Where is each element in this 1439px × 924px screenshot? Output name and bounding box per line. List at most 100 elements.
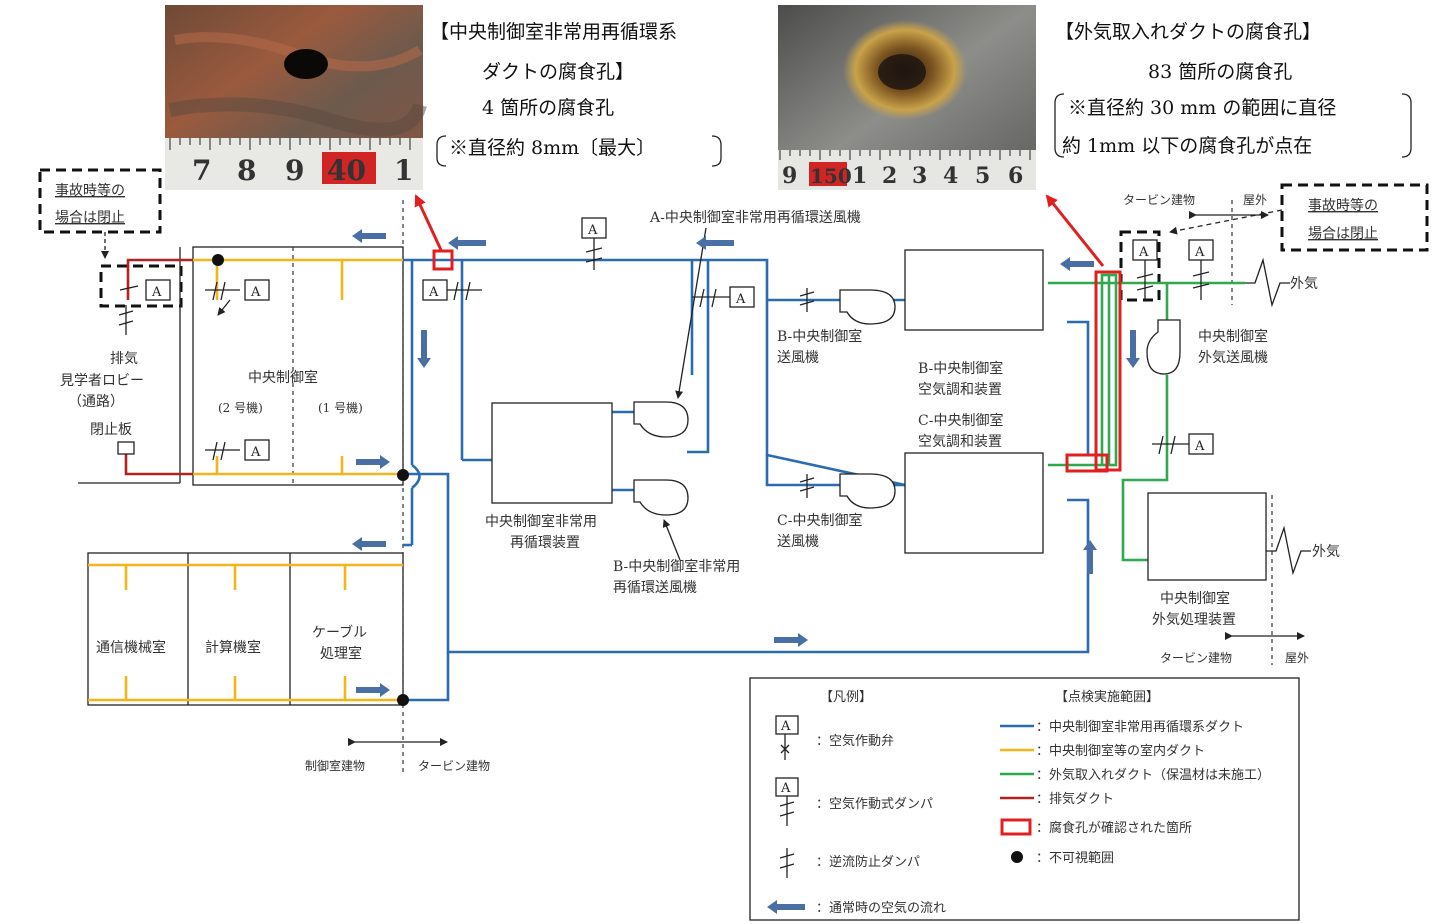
svg-text:外気処理装置: 外気処理装置 — [1152, 612, 1236, 628]
svg-text:※直径約 8mm〔最大〕: ※直径約 8mm〔最大〕 — [449, 137, 655, 159]
svg-text:外気送風機: 外気送風機 — [1198, 350, 1268, 366]
svg-text:送風機: 送風機 — [777, 534, 819, 550]
air-operated-valve-icon: A — [775, 715, 799, 760]
svg-text:タービン建物: タービン建物 — [418, 759, 490, 773]
fan-c-icon — [839, 473, 896, 509]
svg-text:通信機械室: 通信機械室 — [96, 639, 166, 656]
svg-text:空気調和装置: 空気調和装置 — [918, 382, 1002, 398]
air-operated-dampers: A A A A A A A A A — [145, 217, 1214, 461]
svg-text:(2 号機): (2 号機) — [218, 400, 263, 415]
flow-arrows — [352, 229, 1140, 697]
callout-right-closed-in-accident: 事故時等の 場合は閉止 — [1119, 183, 1429, 302]
legend-corrosion-box — [1000, 818, 1032, 836]
svg-text:中央制御室: 中央制御室 — [1198, 328, 1268, 345]
svg-text:タービン建物: タービン建物 — [1160, 651, 1232, 665]
svg-text:約 1mm 以下の腐食孔が点在: 約 1mm 以下の腐食孔が点在 — [1062, 135, 1312, 157]
svg-text:：中央制御室等の室内ダクト: ：中央制御室等の室内ダクト — [1036, 743, 1205, 759]
svg-text:再循環送風機: 再循環送風機 — [613, 580, 697, 596]
svg-text:A: A — [735, 292, 746, 307]
svg-text:制御室建物: 制御室建物 — [305, 758, 365, 773]
svg-text:：逆流防止ダンパ: ：逆流防止ダンパ — [816, 854, 920, 870]
blind-plate — [117, 441, 135, 455]
fan-oa-icon — [1146, 319, 1181, 375]
ruler-mark: 1 — [394, 154, 413, 187]
invisible-range-dots — [212, 254, 409, 706]
ruler-mark: 4 — [943, 163, 958, 189]
svg-text:C-中央制御室: C-中央制御室 — [918, 412, 1003, 429]
fan-b-recirc-icon — [633, 479, 689, 516]
check-damper-icon — [779, 848, 795, 878]
svg-text:：外気取入れダクト（保温材は未施工）: ：外気取入れダクト（保温材は未施工） — [1036, 767, 1270, 783]
svg-text:外気: 外気 — [1312, 544, 1340, 560]
svg-text:排気: 排気 — [110, 351, 138, 367]
corrosion-hole — [284, 49, 328, 79]
svg-text:※直径約 30 mm の範囲に直径: ※直径約 30 mm の範囲に直径 — [1068, 97, 1336, 119]
svg-text:A: A — [250, 285, 261, 300]
svg-text:事故時等の: 事故時等の — [55, 182, 125, 199]
ruler-mark: 9 — [782, 163, 797, 189]
svg-text:ダクトの腐食孔】: ダクトの腐食孔】 — [482, 61, 634, 83]
svg-text:場合は閉止: 場合は閉止 — [1308, 226, 1378, 242]
svg-text:A: A — [428, 285, 439, 300]
ruler-mark: 9 — [285, 154, 304, 187]
svg-text:：中央制御室非常用再循環系ダクト: ：中央制御室非常用再循環系ダクト — [1036, 719, 1244, 735]
svg-text:A-中央制御室非常用再循環送風機: A-中央制御室非常用再循環送風機 — [649, 209, 861, 226]
svg-text:（通路）: （通路） — [68, 394, 124, 410]
photo-left-caption: 【中央制御室非常用再循環系 ダクトの腐食孔】 4 箇所の腐食孔 ※直径約 8mm… — [430, 21, 722, 167]
svg-text:A: A — [1194, 245, 1205, 260]
svg-text:4 箇所の腐食孔: 4 箇所の腐食孔 — [482, 97, 614, 119]
check-dampers — [118, 288, 815, 498]
air-operated-damper-icon: A — [775, 777, 799, 826]
photo-right: 9 150 1 2 3 4 5 6 — [778, 5, 1036, 190]
svg-text:空気調和装置: 空気調和装置 — [918, 434, 1002, 450]
svg-text:再循環装置: 再循環装置 — [510, 535, 580, 551]
ruler-ticks-right — [779, 150, 1031, 160]
corrosion-spots — [878, 54, 926, 90]
svg-text:【凡例】: 【凡例】 — [820, 690, 872, 705]
svg-text:：通常時の空気の流れ: ：通常時の空気の流れ — [816, 900, 946, 916]
ruler-ticks-left — [169, 138, 411, 150]
svg-text:A: A — [1194, 439, 1205, 454]
svg-text:A: A — [587, 223, 598, 238]
ruler-mark: 1 — [852, 163, 867, 189]
invisible-range-dot-icon — [1011, 851, 1023, 863]
svg-text:A: A — [1138, 245, 1149, 260]
svg-text:【外気取入れダクトの腐食孔】: 【外気取入れダクトの腐食孔】 — [1055, 21, 1321, 43]
flow-arrow-icon — [767, 900, 805, 914]
ruler-mark: 5 — [975, 163, 990, 189]
control-room-outline — [78, 246, 404, 486]
svg-text:B-中央制御室非常用: B-中央制御室非常用 — [613, 558, 740, 575]
svg-text:：空気作動弁: ：空気作動弁 — [816, 733, 894, 749]
recirc-unit — [491, 402, 613, 504]
lower-rooms-outline — [87, 552, 404, 706]
svg-text:屋外: 屋外 — [1285, 651, 1309, 665]
svg-text:中央制御室: 中央制御室 — [1160, 590, 1230, 607]
svg-text:：空気作動式ダンパ: ：空気作動式ダンパ — [816, 796, 933, 812]
ahu-c — [904, 452, 1044, 554]
svg-text:ケーブル: ケーブル — [312, 624, 367, 641]
ruler-mark: 40 — [327, 154, 366, 187]
legend: 【凡例】 【点検実施範囲】 A ：空気作動弁 A ：空気作動式ダンパ ：逆流防止… — [749, 677, 1300, 921]
boundary-arrows — [348, 211, 1305, 746]
fan-b-icon — [839, 289, 896, 325]
svg-text:【中央制御室非常用再循環系: 【中央制御室非常用再循環系 — [430, 21, 677, 43]
fan-a-recirc-icon — [633, 401, 689, 438]
ruler-mark: 6 — [1008, 163, 1023, 189]
svg-text:外気: 外気 — [1290, 276, 1318, 292]
svg-text:B-中央制御室: B-中央制御室 — [918, 360, 1003, 377]
indoor-duct — [88, 258, 403, 702]
svg-text:：不可視範囲: ：不可視範囲 — [1036, 851, 1114, 866]
svg-text:83 箇所の腐食孔: 83 箇所の腐食孔 — [1148, 61, 1292, 83]
svg-text:A: A — [151, 285, 162, 300]
callout-left-closed-in-accident: 事故時等の 場合は閉止 — [38, 168, 183, 308]
svg-text:見学者ロビー: 見学者ロビー — [60, 373, 144, 389]
ruler-mark: 2 — [882, 163, 897, 189]
ruler-mark: 7 — [192, 154, 211, 187]
svg-text:屋外: 屋外 — [1243, 193, 1267, 207]
svg-text:事故時等の: 事故時等の — [1308, 197, 1378, 214]
svg-text:処理室: 処理室 — [320, 645, 362, 662]
corrosion-markers — [432, 249, 1122, 473]
svg-text:タービン建物: タービン建物 — [1123, 193, 1195, 207]
diagram-labels: 排気 見学者ロビー （通路） 閉止板 中央制御室 (2 号機) (1 号機) 通… — [60, 193, 1340, 773]
